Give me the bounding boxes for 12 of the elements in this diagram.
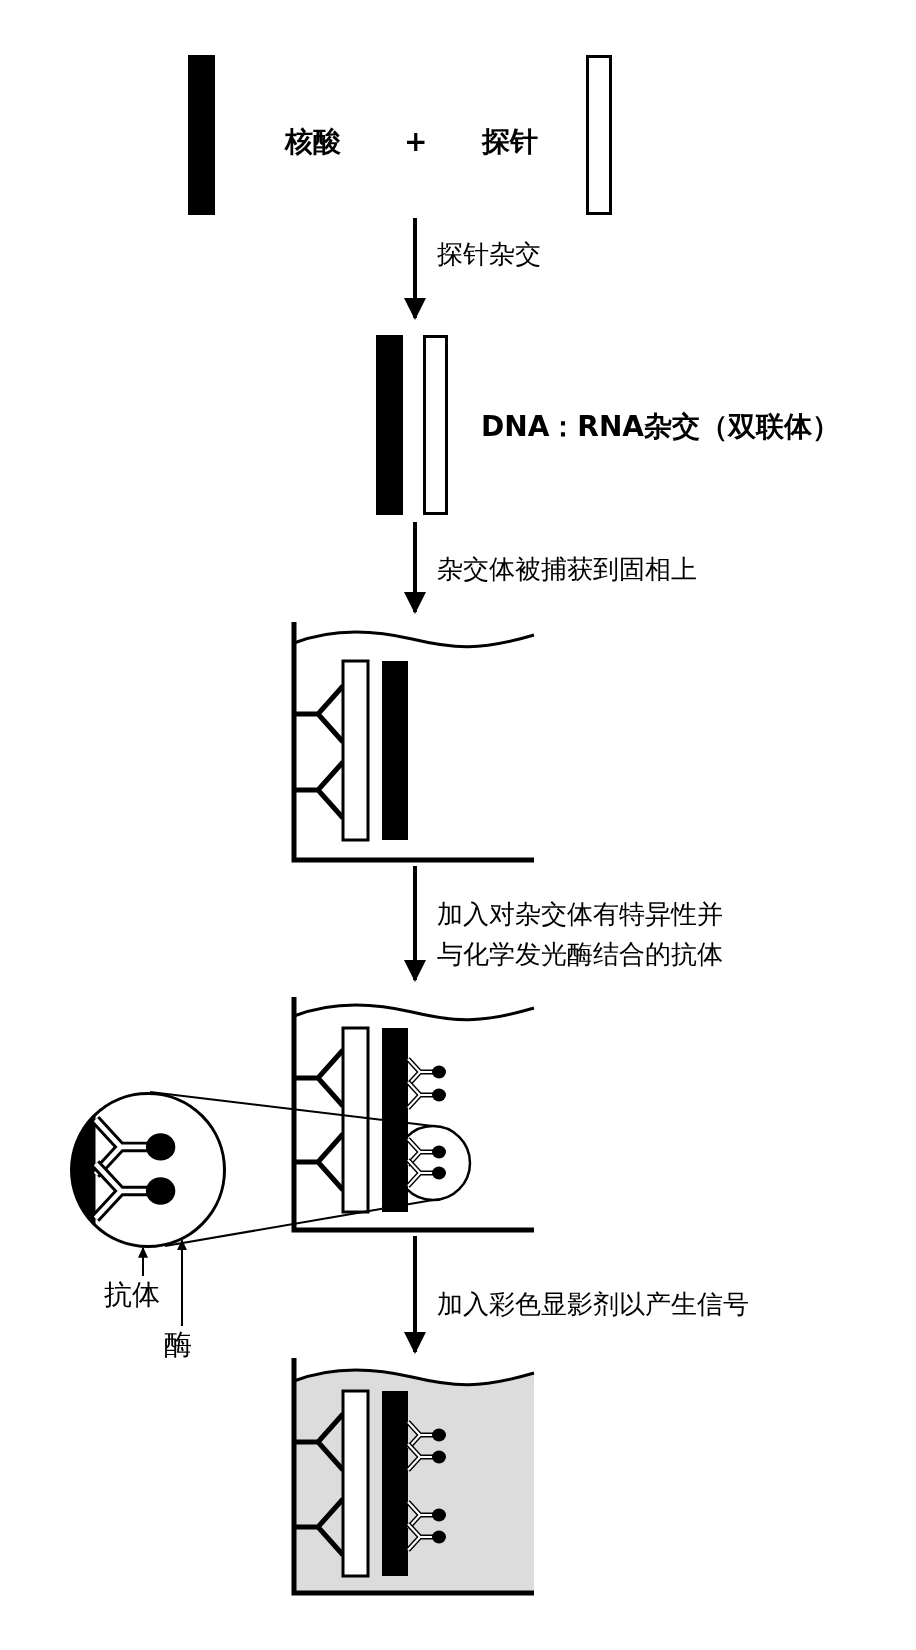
arrow [404, 218, 426, 320]
part-label: 酶 [164, 1328, 192, 1362]
part-label: 抗体 [104, 1278, 160, 1312]
arrow [404, 522, 426, 614]
plus-sign: + [404, 125, 428, 159]
leader-arrow [177, 1239, 187, 1327]
leader-arrow [138, 1246, 148, 1277]
duplex-label: DNA：RNA杂交（双联体） [481, 410, 840, 444]
strand-label: 核酸 [285, 125, 341, 159]
strand-label: 探针 [482, 125, 538, 159]
arrow [404, 1236, 426, 1354]
arrow [404, 866, 426, 982]
